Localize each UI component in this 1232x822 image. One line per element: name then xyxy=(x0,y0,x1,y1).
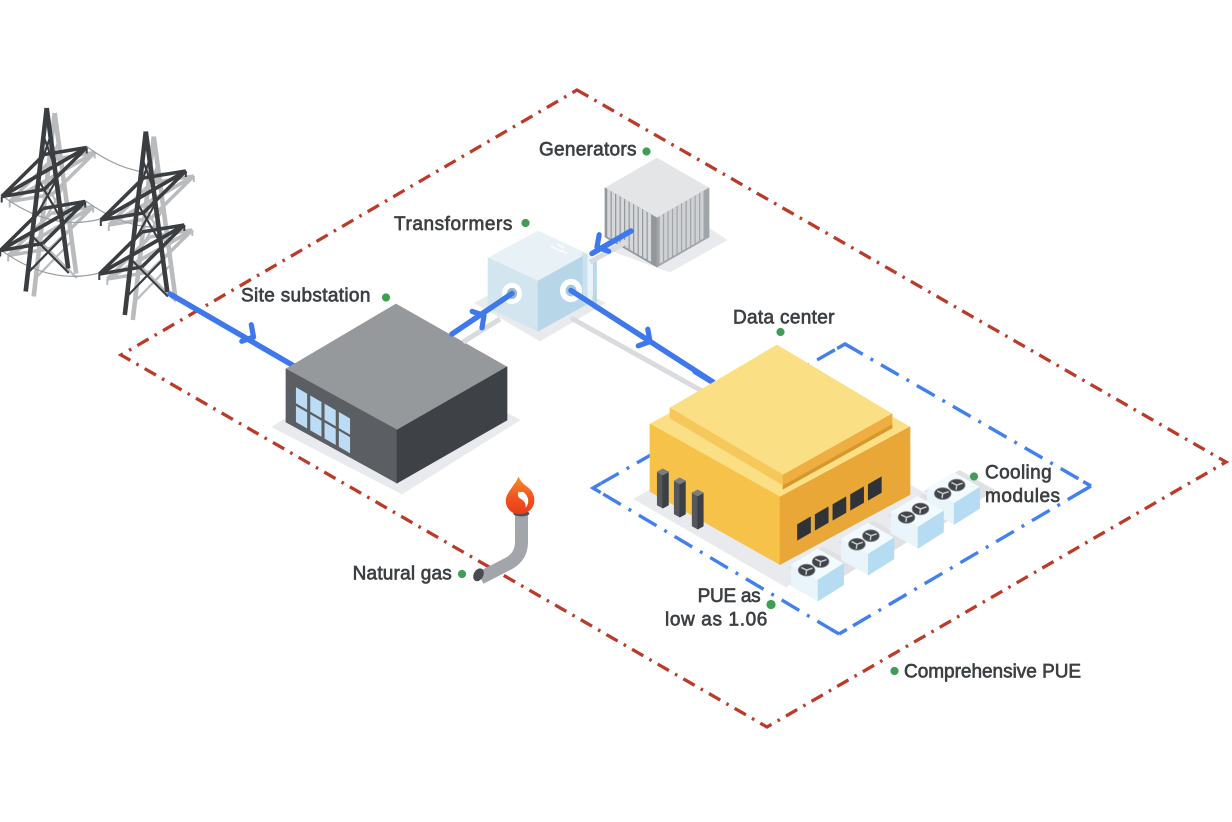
svg-text:Natural gas: Natural gas xyxy=(353,564,452,585)
svg-text:Data center: Data center xyxy=(733,308,835,329)
svg-text:Site substation: Site substation xyxy=(241,286,371,307)
svg-text:Transformers: Transformers xyxy=(394,214,513,235)
svg-text:PUE as: PUE as xyxy=(698,586,761,607)
svg-text:Generators: Generators xyxy=(539,140,637,161)
svg-text:low as 1.06: low as 1.06 xyxy=(665,610,768,631)
svg-text:Cooling: Cooling xyxy=(985,463,1052,484)
svg-text:modules: modules xyxy=(985,486,1061,507)
svg-text:Comprehensive PUE: Comprehensive PUE xyxy=(904,662,1081,683)
